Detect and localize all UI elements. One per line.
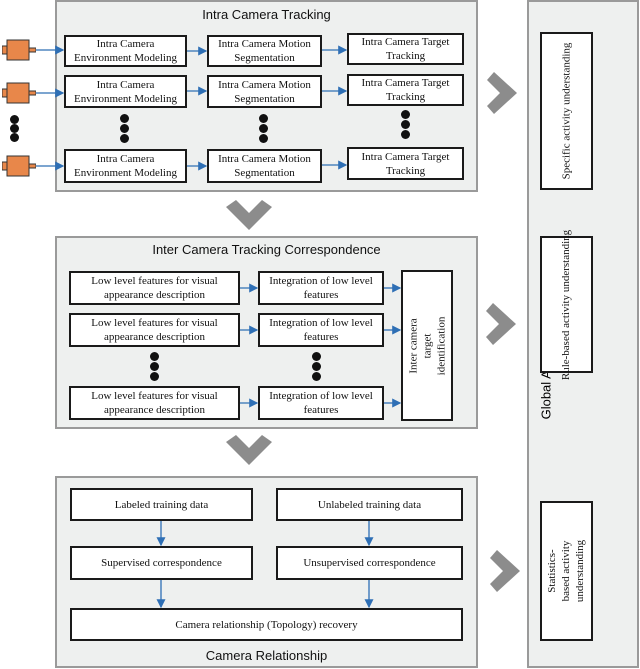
ellipsis-dot xyxy=(312,362,321,371)
supervised-correspondence: Supervised correspondence xyxy=(70,546,253,580)
ellipsis-dot xyxy=(312,372,321,381)
intra-env-modeling-1: Intra Camera Environment Modeling xyxy=(64,35,187,67)
ellipsis-dot xyxy=(401,120,410,129)
intra-env-modeling-3: Intra Camera Environment Modeling xyxy=(64,149,187,183)
intra-target-tracking-2: Intra Camera Target Tracking xyxy=(347,74,464,106)
ellipsis-dot xyxy=(401,130,410,139)
labeled-training-data: Labeled training data xyxy=(70,488,253,521)
ellipsis-dot xyxy=(312,352,321,361)
unsupervised-correspondence: Unsupervised correspondence xyxy=(276,546,463,580)
ellipsis-dot xyxy=(259,134,268,143)
intra-motion-seg-3: Intra Camera Motion Segmentation xyxy=(207,149,322,183)
ellipsis-dot xyxy=(259,114,268,123)
specific-activity-box: Specific activity understanding xyxy=(540,32,593,190)
camera-icon xyxy=(1,81,37,105)
ellipsis-dot xyxy=(150,372,159,381)
topology-recovery: Camera relationship (Topology) recovery xyxy=(70,608,463,641)
ellipsis-dot xyxy=(120,134,129,143)
ellipsis-dot xyxy=(259,124,268,133)
ellipsis-dot xyxy=(10,124,19,133)
inter-low-level-features-3: Low level features for visual appearance… xyxy=(69,386,240,420)
inter-target-identification: Inter camera target identification xyxy=(401,270,453,421)
intra-motion-seg-2: Intra Camera Motion Segmentation xyxy=(207,75,322,108)
ellipsis-dot xyxy=(150,352,159,361)
ellipsis-dot xyxy=(10,133,19,142)
inter-integration-3: Integration of low level features xyxy=(258,386,384,420)
ellipsis-dot xyxy=(120,114,129,123)
camera-icon xyxy=(1,38,37,62)
inter-low-level-features-1: Low level features for visual appearance… xyxy=(69,271,240,305)
inter-integration-1: Integration of low level features xyxy=(258,271,384,305)
ellipsis-dot xyxy=(150,362,159,371)
intra-motion-seg-1: Intra Camera Motion Segmentation xyxy=(207,35,322,67)
intra-target-tracking-3: Intra Camera Target Tracking xyxy=(347,147,464,180)
camera-icon xyxy=(1,154,37,178)
intra-target-tracking-1: Intra Camera Target Tracking xyxy=(347,33,464,65)
intra-env-modeling-2: Intra Camera Environment Modeling xyxy=(64,75,187,108)
rule-based-activity-box: Rule-based activity understanding xyxy=(540,229,593,380)
inter-integration-2: Integration of low level features xyxy=(258,313,384,347)
ellipsis-dot xyxy=(120,124,129,133)
inter-low-level-features-2: Low level features for visual appearance… xyxy=(69,313,240,347)
relationship-panel-title: Camera Relationship xyxy=(205,648,328,663)
ellipsis-dot xyxy=(10,115,19,124)
intra-panel-title: Intra Camera Tracking xyxy=(202,7,331,22)
inter-panel-title: Inter Camera Tracking Correspondence xyxy=(152,242,381,257)
statistics-activity-box: Statistics-based activity understanding xyxy=(540,501,593,641)
ellipsis-dot xyxy=(401,110,410,119)
unlabeled-training-data: Unlabeled training data xyxy=(276,488,463,521)
